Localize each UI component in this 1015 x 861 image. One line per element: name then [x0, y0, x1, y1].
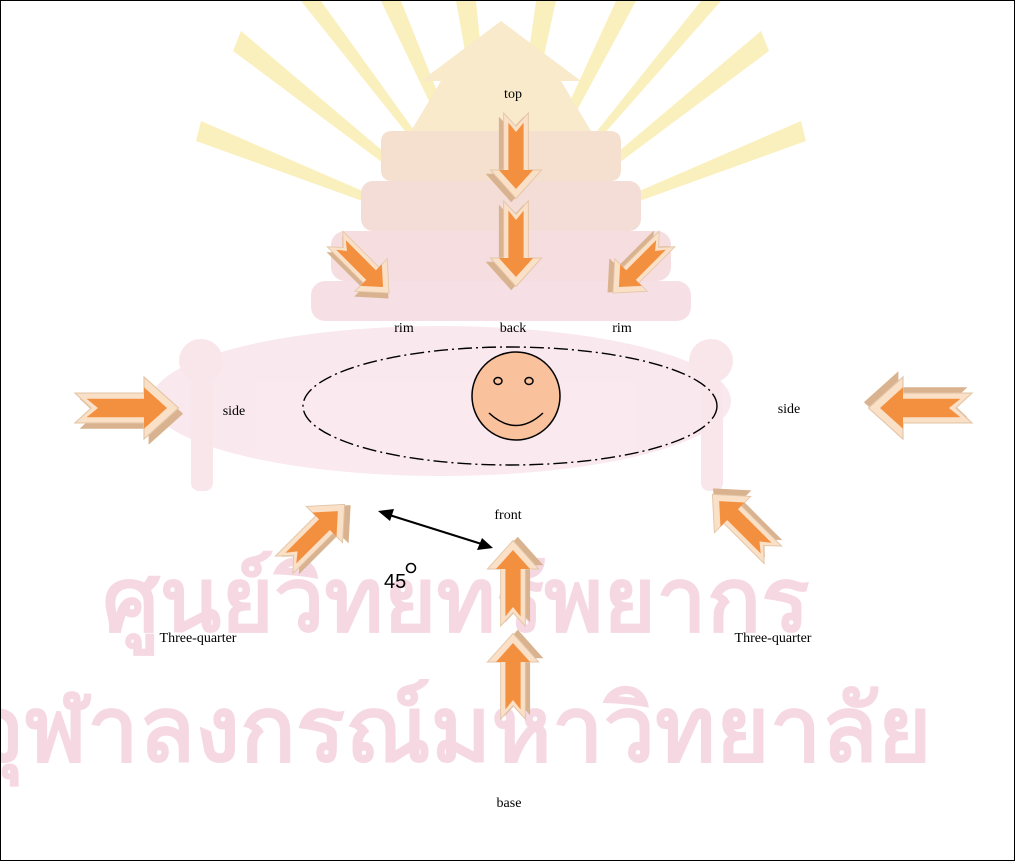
watermark-line-2: จุฬาลงกรณ์มหาวิทยาลัย: [1, 676, 932, 787]
label-top: top: [504, 87, 522, 103]
smiley-face-icon: [472, 352, 560, 440]
label-front: front: [494, 508, 521, 524]
label-three-quarter-right: Three-quarter: [735, 631, 812, 647]
arrow-side-right: [864, 371, 972, 439]
angle-indicator-arrow: [378, 509, 493, 550]
label-side-left: side: [223, 404, 246, 420]
label-side-right: side: [778, 402, 801, 418]
label-angle: 45: [384, 571, 406, 594]
label-base: base: [497, 796, 522, 812]
crest-base: [151, 326, 731, 476]
label-back: back: [500, 321, 526, 337]
label-rim-right: rim: [612, 321, 631, 337]
label-three-quarter-left: Three-quarter: [160, 631, 237, 647]
label-rim-left: rim: [394, 321, 413, 337]
